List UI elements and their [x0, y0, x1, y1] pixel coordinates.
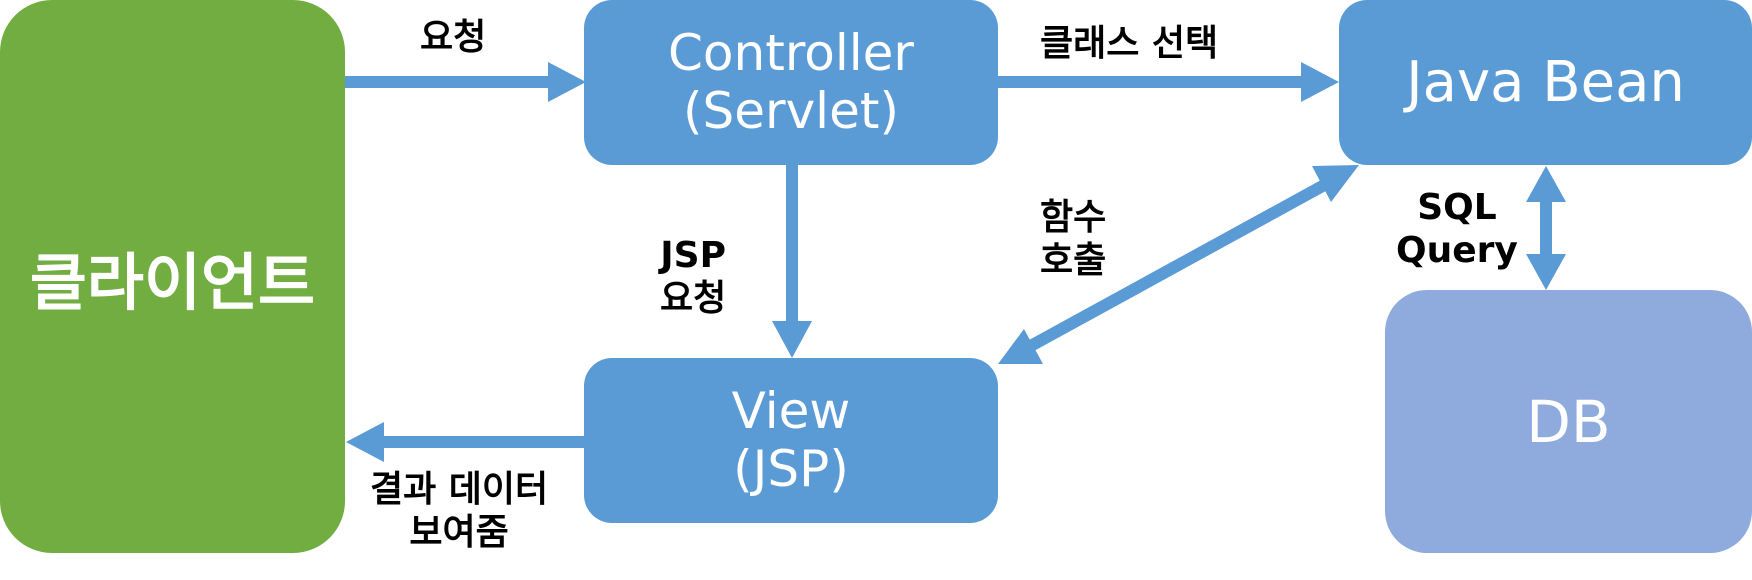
db-label: DB	[1526, 387, 1611, 456]
function-call-label: 함수 호출	[1040, 197, 1107, 282]
jsp-request-label: JSP 요청	[660, 235, 727, 320]
javabean-label: Java Bean	[1406, 50, 1685, 115]
client-label: 클라이언트	[29, 245, 316, 319]
view-sublabel: (JSP)	[733, 439, 849, 498]
arrow-request	[345, 62, 586, 102]
result-show-label: 결과 데이터 보여줌	[370, 469, 549, 554]
db-node: DB	[1385, 290, 1752, 553]
class-select-label: 클래스 선택	[1040, 23, 1219, 64]
sql-query-label: SQL Query	[1396, 187, 1518, 272]
controller-label: Controller	[668, 24, 914, 82]
arrow-result-show	[346, 422, 584, 462]
controller-sublabel: (Servlet)	[683, 81, 899, 140]
arrow-jsp-request	[772, 165, 812, 358]
arrow-function-call	[998, 165, 1359, 364]
view-node: View (JSP)	[584, 358, 998, 523]
arrow-sql-query	[1526, 166, 1566, 290]
client-node: 클라이언트	[0, 0, 345, 553]
request-label: 요청	[420, 17, 487, 58]
controller-node: Controller (Servlet)	[584, 0, 998, 165]
view-label: View	[731, 382, 851, 440]
javabean-node: Java Bean	[1339, 0, 1752, 165]
arrow-class-select	[998, 62, 1339, 102]
